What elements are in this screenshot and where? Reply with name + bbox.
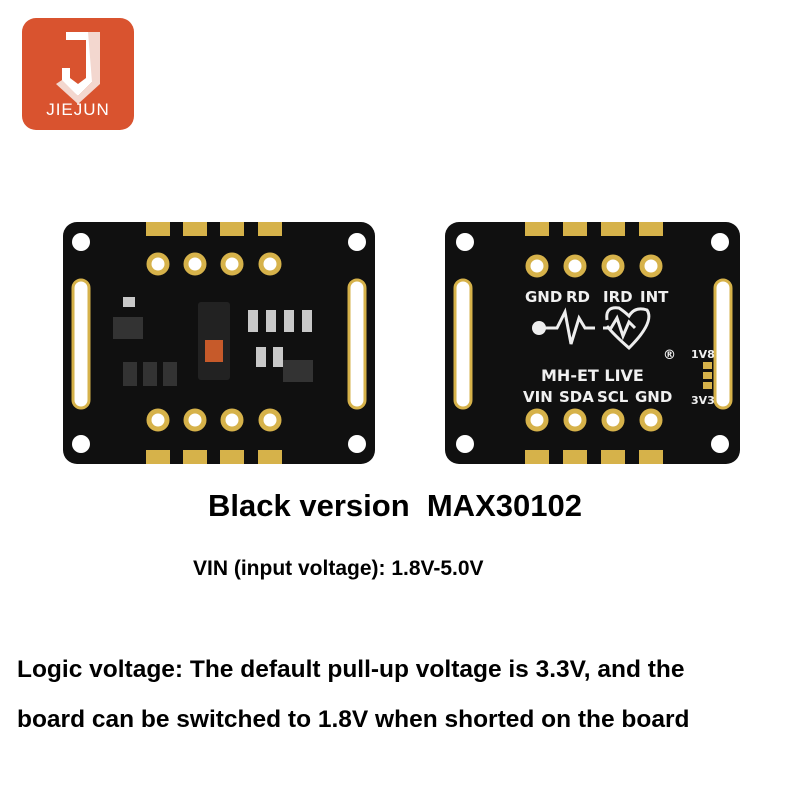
pin-label-gnd-top: GND xyxy=(525,288,563,306)
pin-label-gnd-bottom: GND xyxy=(635,388,673,406)
logic-voltage-line-1: Logic voltage: The default pull-up volta… xyxy=(17,656,685,683)
j-logo-icon xyxy=(56,32,100,104)
pin-label-scl: SCL xyxy=(597,388,629,406)
product-title: Black version MAX30102 xyxy=(208,488,582,523)
pin-label-sda: SDA xyxy=(559,388,594,406)
pin-label-ird: IRD xyxy=(603,288,633,306)
registered-mark: ® xyxy=(663,348,676,363)
pcb-front xyxy=(63,222,375,464)
jumper-label-3v3: 3V3 xyxy=(691,394,715,407)
logic-voltage-line-2: board can be switched to 1.8V when short… xyxy=(17,706,690,733)
logo-text: JIEJUN xyxy=(46,100,110,119)
jumper-label-1v8: 1V8 xyxy=(691,348,715,361)
pin-label-int: INT xyxy=(640,288,669,306)
pcb-back-graphic xyxy=(453,222,733,464)
brand-label: MH-ET LIVE xyxy=(541,366,644,385)
pin-label-rd: RD xyxy=(566,288,591,306)
pcb-front-graphic xyxy=(71,222,367,464)
vin-spec: VIN (input voltage): 1.8V-5.0V xyxy=(193,557,484,580)
jiejun-logo: JIEJUN xyxy=(22,18,134,130)
pin-label-vin: VIN xyxy=(523,388,553,406)
pcb-back: GND RD IRD INT MH-ET LIVE ® 1V8 3V3 VIN … xyxy=(445,222,740,464)
